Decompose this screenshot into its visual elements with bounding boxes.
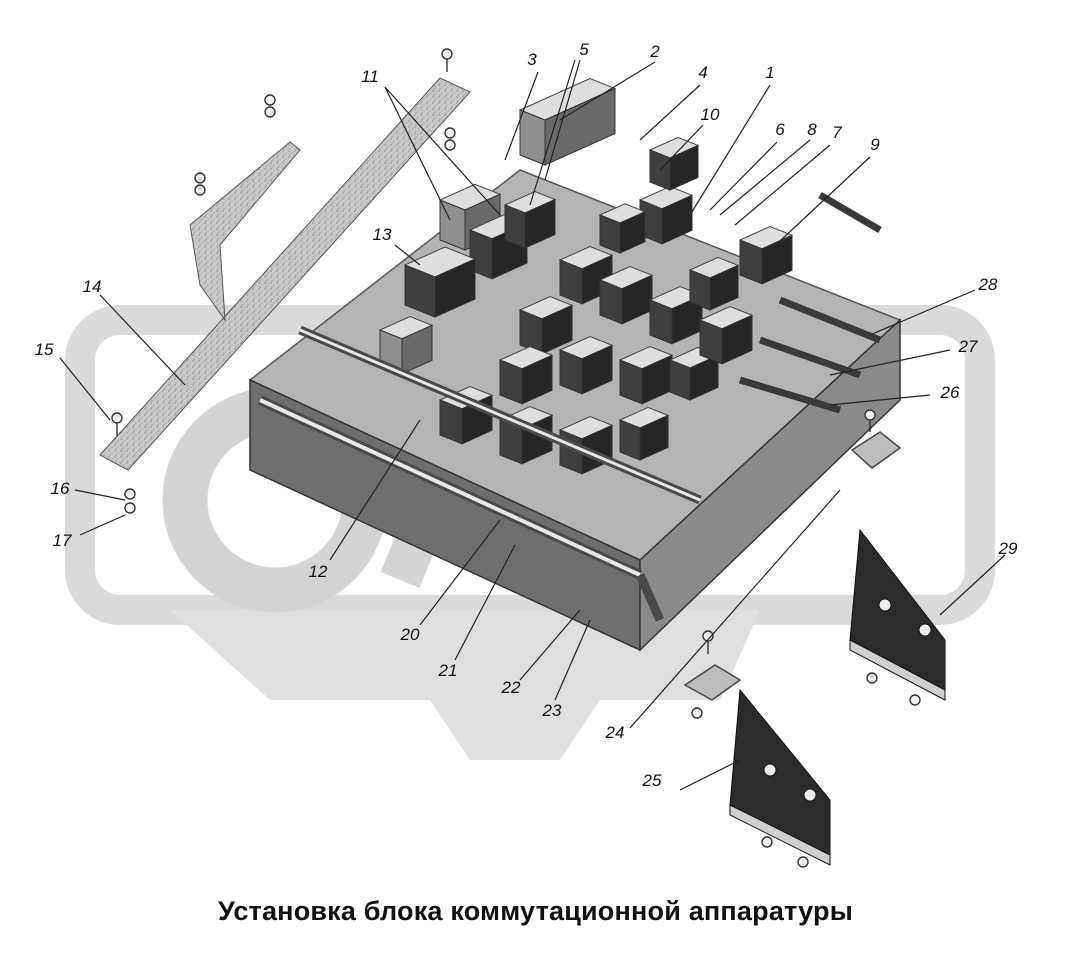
- callout-number: 6: [775, 120, 785, 139]
- relay-box: [639, 414, 669, 461]
- callout-number: 7: [832, 123, 842, 142]
- callout-number: 13: [373, 225, 392, 244]
- right-rails: [738, 191, 882, 414]
- leader-line: [659, 124, 704, 171]
- callout-number: 9: [870, 135, 880, 154]
- callout-number: 25: [642, 771, 662, 790]
- callout-number: 14: [83, 277, 102, 296]
- leader-line: [504, 71, 539, 161]
- leader-line: [709, 141, 778, 211]
- callout-number: 23: [542, 701, 562, 720]
- leader-line: [734, 144, 831, 226]
- leader-lines: [59, 59, 1006, 791]
- relay-box: [709, 264, 739, 311]
- leader-line: [629, 489, 841, 729]
- leader-line: [869, 289, 976, 336]
- leader-line: [419, 519, 501, 626]
- callout-number: 21: [438, 661, 458, 680]
- relay-box: [661, 194, 693, 245]
- callout-number: 24: [605, 723, 625, 742]
- leader-line: [384, 86, 501, 216]
- plates: [683, 431, 902, 701]
- relay-box: [521, 354, 553, 405]
- front-rail: [257, 325, 702, 622]
- callout-number: 22: [501, 678, 521, 697]
- callout-number: 8: [807, 120, 817, 139]
- bracket-25: [729, 688, 831, 866]
- relay-box: [619, 210, 646, 254]
- leader-line: [59, 357, 111, 421]
- callout-number: 26: [940, 383, 960, 402]
- relay-box: [401, 324, 433, 375]
- leader-line: [529, 59, 576, 206]
- callout-number: 12: [309, 562, 328, 581]
- leader-line: [719, 139, 811, 216]
- callout-number: 1: [765, 63, 774, 82]
- callout-number: 10: [701, 105, 720, 124]
- diagram-caption: Установка блока коммутационной аппаратур…: [218, 896, 853, 926]
- callout-number: 29: [998, 539, 1018, 558]
- callout-number: 11: [361, 67, 379, 86]
- callout-number: 15: [35, 340, 54, 359]
- leader-line: [544, 59, 581, 181]
- leader-line: [99, 294, 186, 386]
- relay-box: [541, 304, 573, 355]
- leader-line: [689, 84, 771, 216]
- relay-box: [434, 258, 476, 318]
- leader-line: [394, 244, 421, 266]
- relay-box: [581, 344, 613, 395]
- callout-number: 17: [53, 531, 72, 550]
- leader-line: [764, 156, 871, 256]
- relay-box: [504, 204, 526, 249]
- relay-box: [721, 314, 753, 365]
- callout-number: 4: [698, 63, 707, 82]
- leader-line: [679, 759, 741, 791]
- leader-line: [74, 489, 126, 501]
- leader-line: [829, 349, 951, 376]
- leader-line: [79, 514, 126, 536]
- leader-line: [559, 61, 656, 121]
- relay-box: [689, 354, 719, 401]
- leader-line: [639, 84, 701, 141]
- leader-line: [519, 609, 581, 681]
- leader-line: [554, 619, 591, 701]
- leader-line: [329, 419, 421, 561]
- callout-number: 27: [958, 337, 978, 356]
- relay-box: [669, 144, 699, 191]
- callout-number: 16: [51, 479, 70, 498]
- callout-number: 5: [579, 40, 589, 59]
- bracket-29: [849, 528, 946, 701]
- leader-line: [939, 554, 1006, 616]
- leader-line: [384, 86, 451, 221]
- relay-box: [519, 109, 546, 166]
- callout-number: 20: [400, 625, 420, 644]
- relay-box: [544, 87, 616, 166]
- callout-number: 2: [649, 42, 660, 61]
- callout-number: 3: [527, 50, 537, 69]
- leader-line: [829, 394, 931, 406]
- relay-box: [524, 198, 556, 249]
- fasteners: [111, 48, 921, 868]
- leader-line: [454, 544, 516, 661]
- callout-number: 28: [978, 275, 998, 294]
- mounting-strip-14: [99, 77, 471, 471]
